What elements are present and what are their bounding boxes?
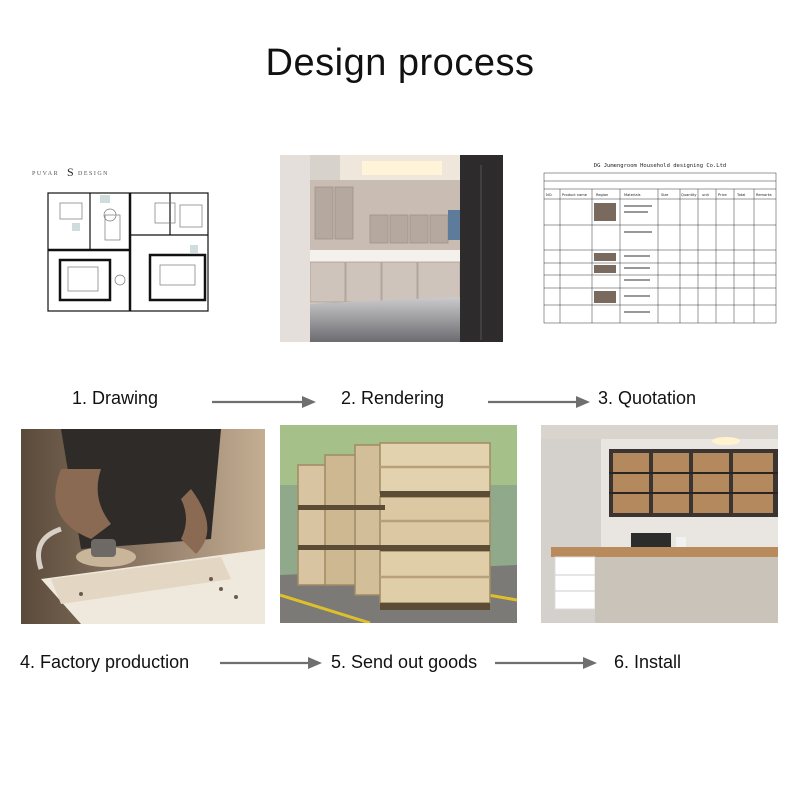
step-5-label: 5. Send out goods: [331, 652, 478, 672]
step-4-label: 4. Factory production: [20, 652, 190, 672]
installed-cabinets-desk: [541, 425, 778, 623]
brand-left-text: PUVAR: [32, 171, 59, 177]
quotation-sheet-image: DG Jumengroom Household designing Co.Ltd…: [540, 155, 780, 325]
brand-right-text: DESIGN: [78, 171, 109, 177]
step-3-label: 3. Quotation: [598, 388, 697, 408]
quotation-col-price: Price: [718, 193, 728, 197]
quotation-col-quantity: Quantity: [681, 193, 697, 197]
quotation-col-unit: unit: [702, 193, 710, 197]
worker-sanding-wood: [21, 429, 265, 624]
floor-plan-image: PUVAR S DESIGN: [30, 155, 230, 330]
step-6-label: 6. Install: [614, 652, 682, 672]
floor-plan-drawing: PUVAR S DESIGN: [30, 155, 230, 330]
quotation-col-product: Product name: [562, 193, 588, 197]
arrow-1-to-2-icon: [212, 396, 316, 408]
quotation-col-remarks: Remarks: [756, 193, 772, 197]
brand-mark: S: [67, 165, 74, 179]
factory-production-image: [21, 429, 265, 624]
quotation-col-region: Region: [596, 193, 608, 197]
step-2-label: 2. Rendering: [341, 388, 445, 408]
quotation-col-total: Total: [736, 193, 745, 197]
step-1-label: 1. Drawing: [72, 388, 159, 408]
quotation-col-no: NO.: [546, 193, 553, 197]
arrow-4-to-5-icon: [220, 657, 322, 669]
quotation-sheet: DG Jumengroom Household designing Co.Ltd…: [540, 155, 780, 325]
quotation-col-materials: Materials: [624, 193, 641, 197]
arrow-2-to-3-icon: [488, 396, 590, 408]
quotation-col-size: Size: [661, 193, 669, 197]
quotation-header: DG Jumengroom Household designing Co.Ltd: [594, 163, 726, 169]
wooden-shipping-crates: [280, 425, 517, 623]
arrow-5-to-6-icon: [495, 657, 597, 669]
shipping-crates-image: [280, 425, 517, 623]
installed-cabinets-image: [541, 425, 778, 623]
kitchen-rendering: [280, 155, 503, 342]
page-title: Design process: [265, 42, 535, 84]
kitchen-rendering-image: [280, 155, 503, 342]
